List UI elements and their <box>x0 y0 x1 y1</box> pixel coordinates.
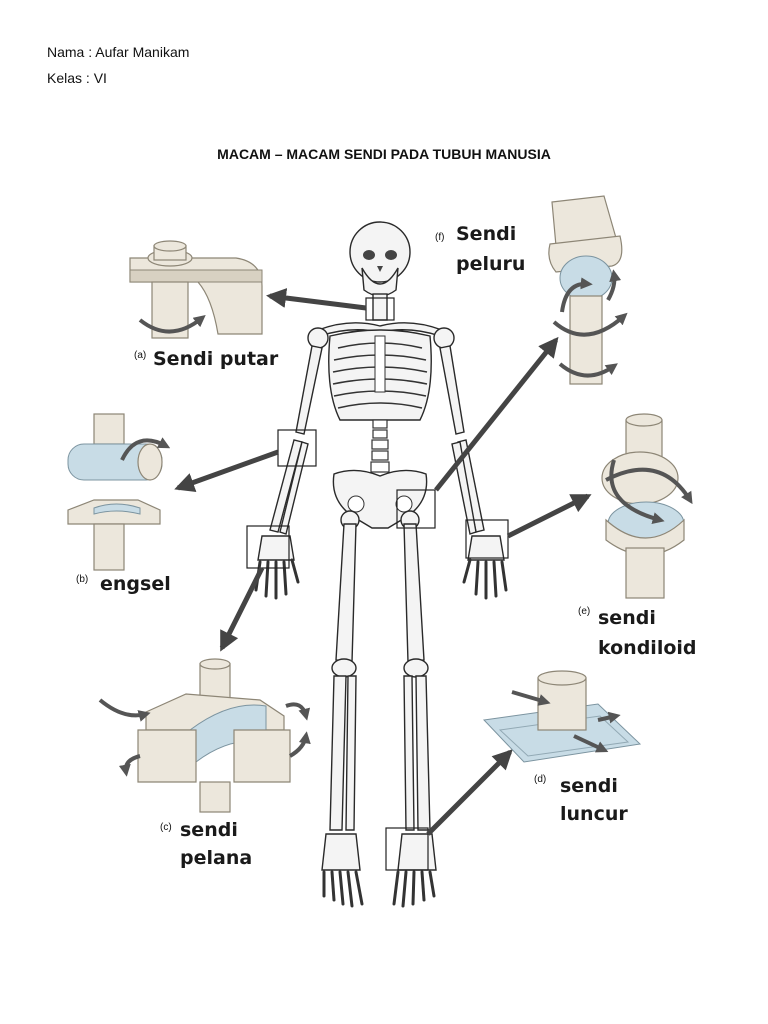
wrist-location-box <box>246 525 290 569</box>
pivot-letter: (a) <box>134 350 146 361</box>
elbow-location-box <box>277 429 317 467</box>
saddle-joint-model <box>98 658 311 813</box>
arrow-to-ball-joint <box>434 336 559 492</box>
student-class: Kelas : VI <box>47 70 107 86</box>
arrow-to-condyloid-joint <box>506 493 592 539</box>
pivot-label: Sendi putar <box>153 348 279 370</box>
arrow-to-gliding-joint <box>426 749 513 836</box>
saddle-label-line1: sendi <box>180 819 238 841</box>
ball-joint-model <box>548 195 628 385</box>
condyloid-joint-model <box>601 413 693 599</box>
arrow-to-pivot-joint <box>266 288 367 311</box>
pivot-joint-model <box>129 240 263 339</box>
gliding-label-line1: sendi <box>560 775 618 797</box>
gliding-label-line2: luncur <box>560 803 628 825</box>
hinge-label: engsel <box>100 573 171 595</box>
skeleton-illustration <box>254 221 508 908</box>
condyloid-label-line2: kondiloid <box>598 637 697 659</box>
condyloid-label-line1: sendi <box>598 607 656 629</box>
arrow-to-saddle-joint <box>219 566 265 652</box>
hinge-letter: (b) <box>76 574 88 585</box>
hand-location-box <box>465 519 509 559</box>
hip-location-box <box>396 489 436 529</box>
page-title: MACAM – MACAM SENDI PADA TUBUH MANUSIA <box>217 146 551 162</box>
neck-location-box <box>365 297 395 321</box>
condyloid-letter: (e) <box>578 606 590 617</box>
ball-label-line2: peluru <box>456 253 525 275</box>
student-name: Nama : Aufar Manikam <box>47 44 190 60</box>
arrow-to-hinge-joint <box>174 449 279 492</box>
hinge-joint-model <box>67 413 171 571</box>
foot-location-box <box>385 827 429 871</box>
ball-label-line1: Sendi <box>456 223 516 245</box>
ball-letter: (f) <box>435 232 444 243</box>
gliding-joint-model <box>482 670 642 763</box>
saddle-label-line2: pelana <box>180 847 252 869</box>
gliding-letter: (d) <box>534 774 546 785</box>
saddle-letter: (c) <box>160 822 172 833</box>
